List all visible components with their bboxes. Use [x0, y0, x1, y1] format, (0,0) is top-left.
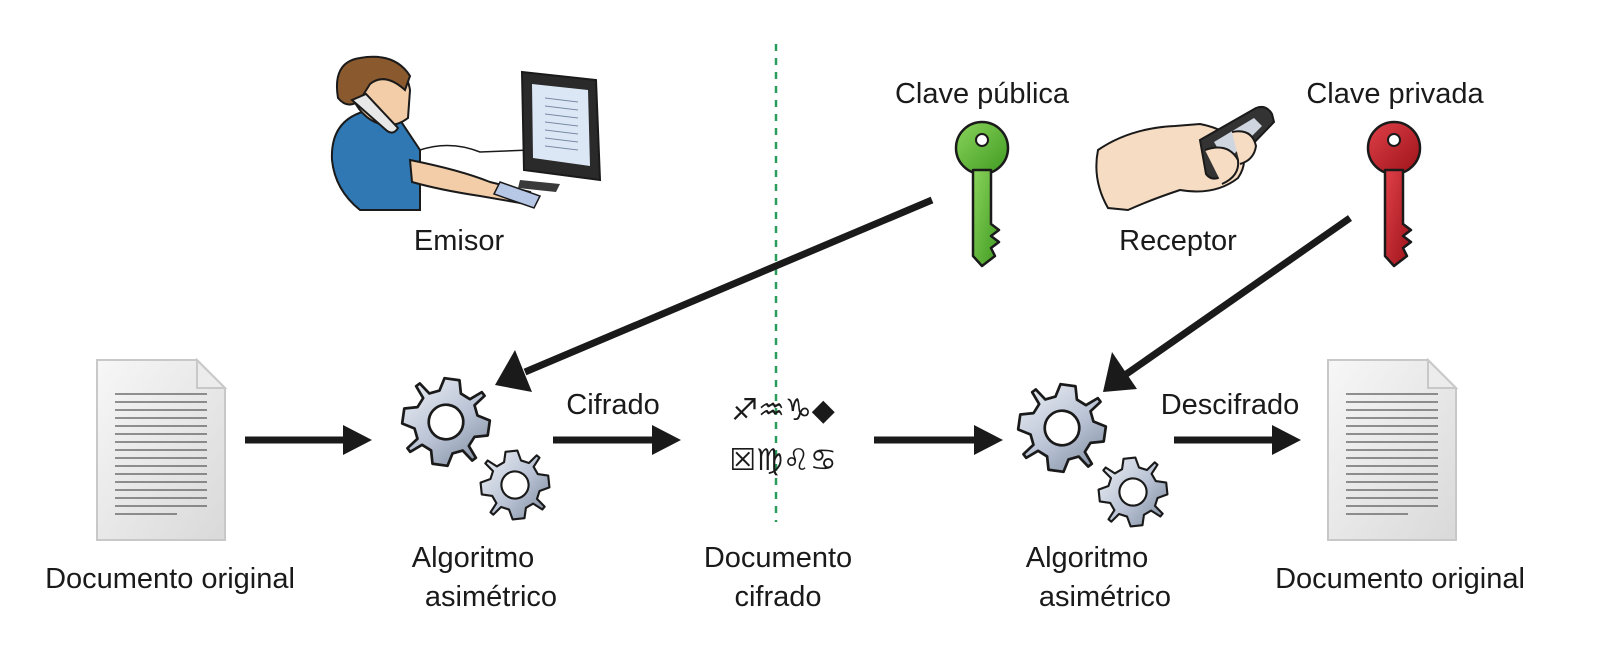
original-document-right-icon	[1327, 359, 1457, 541]
person-computer-icon	[330, 55, 602, 212]
cipher-symbols-row2: ☒♍♌♋	[729, 443, 837, 478]
algorithm-left-label-line1: Algoritmo	[412, 542, 535, 574]
cipher-symbols-row1: ♐♒♑◆	[731, 393, 835, 428]
flow-arrow-3	[874, 425, 1003, 455]
decryption-algorithm-gear-icon	[1011, 377, 1172, 531]
flow-arrow-2	[553, 425, 681, 455]
encrypt-step-label: Cifrado	[566, 389, 660, 421]
original-document-left-label: Documento original	[45, 563, 295, 595]
private-key-icon	[1366, 120, 1422, 268]
original-document-right-label: Documento original	[1275, 563, 1525, 595]
cipher-document-label-line1: Documento	[704, 542, 852, 574]
flow-arrow-1	[245, 425, 372, 455]
decrypt-step-label: Descifrado	[1161, 389, 1300, 421]
public-key-label: Clave pública	[895, 78, 1070, 110]
public-key-icon	[954, 120, 1010, 268]
hand-phone-icon	[1095, 105, 1276, 212]
receiver-label: Receptor	[1119, 225, 1237, 257]
public-key-arrow	[495, 196, 934, 392]
original-document-left-icon	[96, 359, 226, 541]
algorithm-right-label-line2: asimétrico	[1039, 581, 1171, 613]
cipher-text-icon: ♐♒♑◆ ☒♍♌♋	[729, 393, 837, 478]
algorithm-left-label-line2: asimétrico	[425, 581, 557, 613]
private-key-label: Clave privada	[1306, 78, 1484, 110]
private-key-arrow	[1103, 215, 1353, 392]
cipher-document-label-line2: cifrado	[734, 581, 821, 613]
flow-arrow-4	[1174, 425, 1301, 455]
algorithm-right-label-line1: Algoritmo	[1026, 542, 1149, 574]
sender-label: Emisor	[414, 225, 505, 257]
encryption-algorithm-gear-icon	[395, 371, 554, 524]
